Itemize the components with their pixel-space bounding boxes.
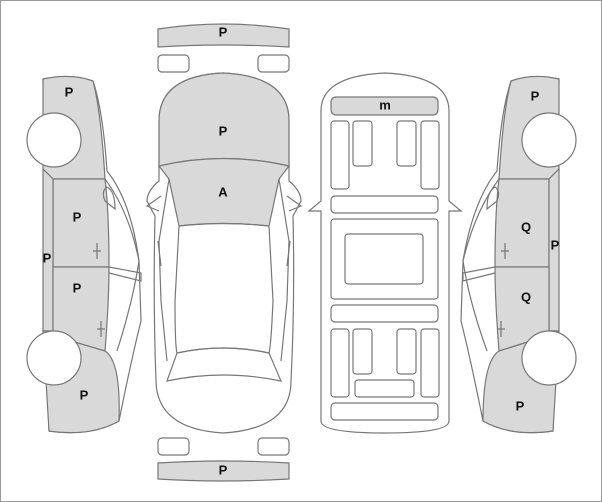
- rear-bumper-label: P: [219, 462, 228, 477]
- underbody-outline: [307, 72, 463, 434]
- right-rear-door-label: Q: [521, 289, 531, 304]
- right-rear-quarter-label: P: [516, 398, 525, 413]
- top-roof-outline: [174, 222, 274, 354]
- left-mirror: [102, 186, 116, 211]
- interior-trunk-bar: [330, 402, 439, 421]
- interior-right-panel-front: [420, 120, 440, 190]
- top-right-pillar: [278, 178, 290, 362]
- hood-label: P: [219, 123, 228, 138]
- interior-left-panel-front: [330, 120, 350, 190]
- right-rear-door-handle: [497, 321, 505, 337]
- top-rear-window: [166, 347, 283, 382]
- rear-right-taillight: [257, 437, 290, 456]
- interior-left-seat-front: [352, 120, 373, 167]
- left-front-door-handle: [93, 243, 101, 259]
- top-left-pillar: [158, 178, 170, 362]
- left-b-pillar: [108, 266, 142, 282]
- right-rear-wheel: [521, 330, 577, 386]
- interior-right-panel-rear: [420, 328, 440, 398]
- left-rear-door-handle: [97, 321, 105, 337]
- left-rear-quarter-label: P: [80, 387, 89, 402]
- right-rocker-label: P: [551, 237, 560, 252]
- front-bumper-label: P: [219, 24, 228, 39]
- right-mirror: [486, 186, 500, 211]
- top-left-mirror: [145, 195, 162, 212]
- left-front-wheel: [26, 112, 82, 168]
- front-right-headlight: [257, 54, 290, 73]
- roof-label: m: [379, 97, 391, 112]
- left-front-fender-label: P: [65, 84, 74, 99]
- left-rear-door-label: P: [73, 280, 82, 295]
- interior-trunk-item: [354, 379, 415, 398]
- top-left-door-handle: [157, 240, 162, 267]
- front-left-headlight: [157, 54, 190, 73]
- rear-left-taillight: [157, 437, 190, 456]
- left-front-door-label: P: [73, 209, 82, 224]
- interior-rear-bar: [330, 304, 439, 323]
- top-right-door-handle: [286, 240, 291, 267]
- interior-center-console: [344, 233, 424, 285]
- rear-bumper-panel[interactable]: [157, 460, 290, 482]
- interior-right-seat-rear: [396, 328, 417, 375]
- windshield-label: A: [218, 184, 228, 199]
- right-front-door-handle: [501, 243, 509, 259]
- interior-left-panel-rear: [330, 328, 350, 398]
- interior-dash-bar: [330, 195, 439, 214]
- right-front-fender-label: P: [531, 88, 540, 103]
- left-rear-wheel: [26, 330, 82, 386]
- right-window-line: [462, 178, 500, 352]
- left-rocker-label: P: [43, 250, 52, 265]
- right-front-door-label: Q: [521, 219, 531, 234]
- hood-panel[interactable]: [158, 72, 290, 167]
- interior-right-seat-front: [396, 120, 417, 167]
- interior-left-seat-rear: [352, 328, 373, 375]
- right-b-pillar: [462, 266, 496, 282]
- top-right-mirror: [286, 195, 303, 212]
- left-window-line: [104, 178, 140, 352]
- front-bumper-panel[interactable]: [157, 23, 290, 48]
- right-front-wheel: [521, 112, 577, 168]
- roof-panel[interactable]: [330, 96, 439, 116]
